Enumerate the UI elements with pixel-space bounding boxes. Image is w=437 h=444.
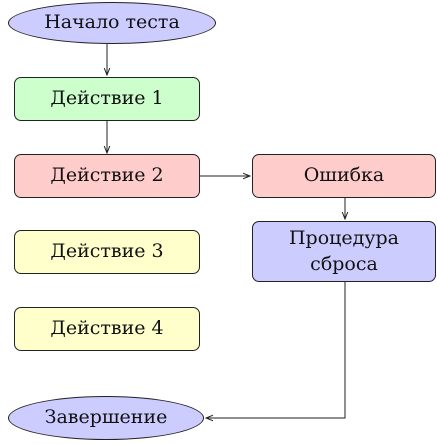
error-node: Ошибка bbox=[252, 154, 436, 198]
action-1-node: Действие 1 bbox=[14, 77, 200, 121]
reset-label-line2: сброса bbox=[310, 252, 378, 275]
action-4-label: Действие 4 bbox=[50, 317, 164, 340]
arrow-reset-to-end bbox=[206, 282, 346, 418]
action-1-label: Действие 1 bbox=[50, 87, 164, 110]
action-4-node: Действие 4 bbox=[14, 307, 200, 351]
action-3-label: Действие 3 bbox=[50, 240, 164, 263]
start-label: Начало теста bbox=[44, 11, 180, 34]
action-2-label: Действие 2 bbox=[50, 164, 164, 187]
reset-label-line1: Процедура bbox=[288, 226, 399, 249]
end-label: Завершение bbox=[44, 406, 168, 429]
error-label: Ошибка bbox=[303, 164, 385, 187]
end-node: Завершение bbox=[8, 396, 204, 440]
action-2-node: Действие 2 bbox=[14, 154, 200, 198]
reset-procedure-node: Процедура сброса bbox=[252, 221, 436, 282]
start-node: Начало теста bbox=[8, 2, 216, 44]
action-3-node: Действие 3 bbox=[14, 230, 200, 274]
